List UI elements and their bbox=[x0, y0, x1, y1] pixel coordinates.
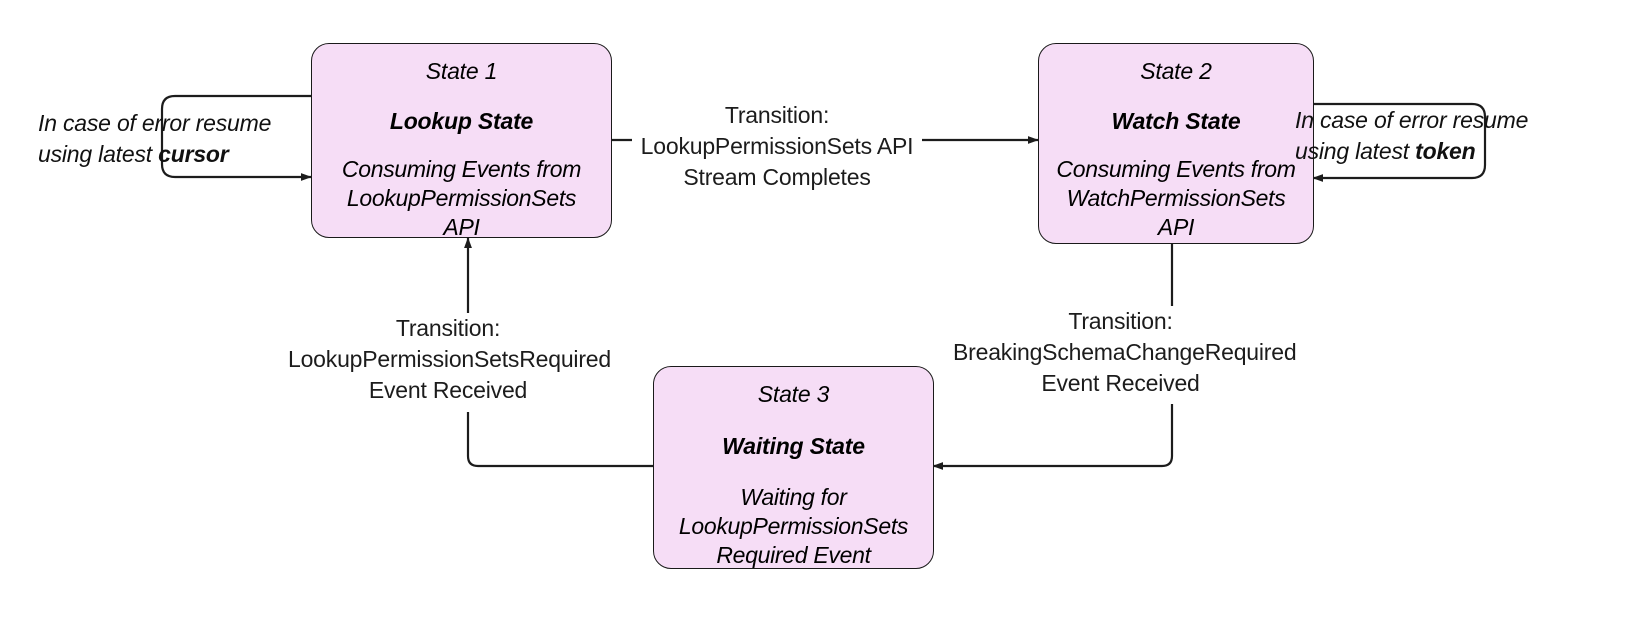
edge-label-state3-to-state1: Transition: LookupPermissionSetsRequired… bbox=[288, 313, 611, 406]
state-node-title: Watch State bbox=[1111, 108, 1241, 134]
self-loop-label-emphasis: cursor bbox=[158, 141, 229, 167]
state-node-id: State 3 bbox=[757, 381, 830, 407]
edge-state3-to-state1 bbox=[464, 237, 653, 468]
self-loop-state2 bbox=[1312, 102, 1487, 182]
state-node-watch[interactable]: State 2 Watch State Consuming Events fro… bbox=[1038, 43, 1314, 244]
state-node-title: Lookup State bbox=[389, 108, 534, 134]
self-loop-label-line1: In case of error resume bbox=[1295, 107, 1529, 133]
self-loop-label-emphasis: token bbox=[1415, 138, 1476, 164]
edge-state2-to-state3 bbox=[932, 244, 1174, 470]
self-loop-label-line2-prefix: using latest bbox=[38, 141, 159, 167]
self-loop-state1 bbox=[160, 94, 312, 181]
edge-label-state2-to-state3: Transition: BreakingSchemaChangeRequired… bbox=[953, 306, 1297, 399]
self-loop-label-state2: In case of error resume using latest tok… bbox=[1295, 105, 1543, 167]
state-node-description: Consuming Events from WatchPermissionSet… bbox=[1056, 156, 1296, 240]
state-node-id: State 1 bbox=[425, 58, 498, 84]
state-node-description: Consuming Events from LookupPermissionSe… bbox=[341, 156, 582, 240]
self-loop-label-line2-prefix: using latest bbox=[1295, 138, 1416, 164]
state-node-id: State 2 bbox=[1140, 58, 1212, 84]
state-node-waiting[interactable]: State 3 Waiting State Waiting for Lookup… bbox=[653, 366, 934, 569]
self-loop-label-line1: In case of error resume bbox=[38, 110, 272, 136]
edge-label-state1-to-state2: Transition: LookupPermissionSets API Str… bbox=[632, 100, 922, 193]
self-loop-label-state1: In case of error resume using latest cur… bbox=[38, 108, 288, 170]
state-node-title: Waiting State bbox=[722, 433, 865, 459]
state-node-lookup[interactable]: State 1 Lookup State Consuming Events fr… bbox=[311, 43, 612, 240]
state-node-description: Waiting for LookupPermissionSets Require… bbox=[678, 484, 909, 568]
